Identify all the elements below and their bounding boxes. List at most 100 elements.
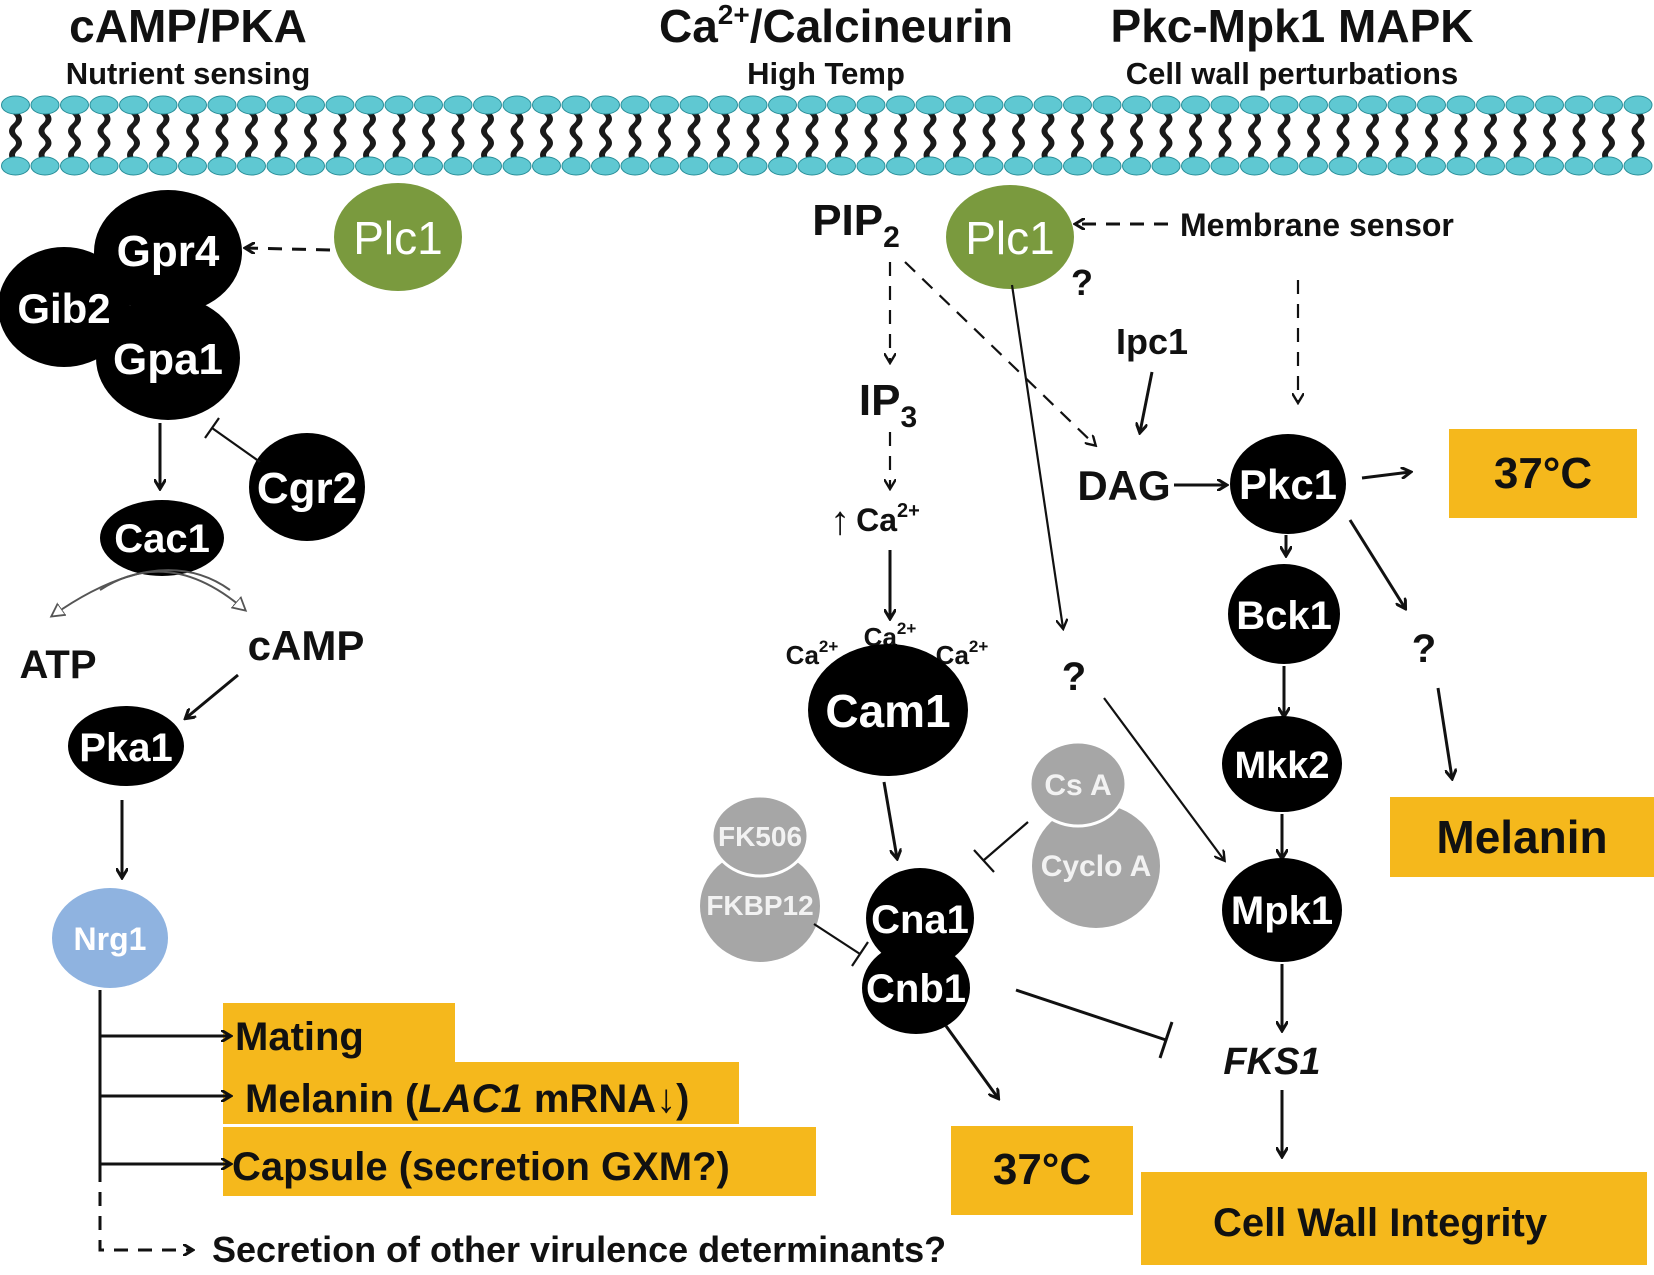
- lipid-head: [1210, 156, 1240, 176]
- nrg1-node: [52, 888, 168, 988]
- lipid-head: [709, 95, 738, 115]
- lipid-head: [1151, 156, 1181, 176]
- lipid-head: [1181, 95, 1210, 115]
- cac1-node: [100, 500, 224, 576]
- lipid-head: [1564, 95, 1594, 115]
- pip2-to-dag-arrow: [904, 261, 1095, 445]
- lipid-head: [620, 156, 650, 176]
- lipid-head: [797, 156, 827, 176]
- lipid-head: [1004, 95, 1033, 115]
- gpr4-node: [94, 190, 242, 314]
- cna1-label: Cna1: [871, 898, 969, 942]
- cna1-node: [866, 868, 974, 968]
- pka1-node: [68, 706, 184, 786]
- lipid-head: [591, 95, 620, 115]
- lipid-tail: [1454, 111, 1468, 163]
- lipid-tail: [1277, 111, 1291, 163]
- secretion-label: Secretion of other virulence determinant…: [212, 1229, 946, 1270]
- pkc1-node: [1230, 434, 1346, 534]
- mpk1-node: [1222, 858, 1342, 962]
- lipid-head: [89, 95, 119, 115]
- question-to-melanin-arrow: [1436, 687, 1452, 778]
- lipid-tail: [1484, 111, 1497, 163]
- lipid-head: [178, 95, 207, 115]
- lipid-head: [1358, 156, 1387, 176]
- lipid-head: [650, 156, 679, 176]
- lipid-tail: [1189, 111, 1202, 163]
- pkc1-to-question-arrow: [1348, 519, 1405, 608]
- camp-pathway-title: cAMP/PKA: [69, 0, 307, 52]
- lipid-head: [1122, 156, 1151, 176]
- cnb1-node: [862, 942, 970, 1034]
- pkc-pathway-title: Pkc-Mpk1 MAPK: [1111, 0, 1474, 52]
- lipid-tail: [1218, 111, 1232, 163]
- lipid-head: [237, 156, 266, 176]
- lipid-head: [414, 156, 443, 176]
- lipid-head: [974, 95, 1004, 115]
- lipid-tail: [392, 111, 406, 163]
- lipid-tail: [864, 111, 878, 163]
- fkbp12-inhibits-calcineurin: [813, 923, 861, 955]
- lipid-head: [1387, 95, 1417, 115]
- fk506-label: FK506: [718, 821, 802, 852]
- lipid-head: [886, 95, 915, 115]
- cgr2-inhibits-gpa1: [211, 427, 261, 463]
- lipid-tail: [1159, 111, 1173, 163]
- csa-label: Cs A: [1044, 769, 1111, 802]
- cam1-node: [808, 644, 968, 776]
- lipid-tail: [38, 111, 52, 163]
- lipid-head: [355, 156, 384, 176]
- lipid-head: [768, 156, 797, 176]
- lipid-head: [1240, 95, 1269, 115]
- lipid-tail: [1543, 111, 1556, 163]
- lipid-tail: [245, 111, 258, 163]
- lipid-head: [237, 95, 266, 115]
- lipid-head: [1564, 156, 1594, 176]
- lipid-head: [296, 156, 325, 176]
- lipid-head: [679, 95, 709, 115]
- cnb1-label: Cnb1: [866, 967, 966, 1011]
- camp-conversion-arrow: [99, 570, 245, 610]
- melanin-lac1-label: Melanin (LAC1 mRNA↓): [245, 1077, 689, 1121]
- lipid-tail: [894, 111, 907, 163]
- gpa1-label: Gpa1: [113, 335, 223, 384]
- lipid-tail: [481, 111, 494, 163]
- pip2-label: PIP2: [812, 196, 900, 254]
- lipid-head: [768, 95, 797, 115]
- lipid-head: [296, 95, 325, 115]
- cam1-label: Cam1: [825, 685, 950, 737]
- lipid-head: [1476, 156, 1505, 176]
- lipid-head: [89, 156, 119, 176]
- lipid-head: [1004, 156, 1033, 176]
- lipid-head: [1505, 156, 1535, 176]
- lipid-head: [1269, 95, 1299, 115]
- fkbp12-inhibit-bar: [851, 941, 869, 967]
- dag-label: DAG: [1077, 462, 1170, 509]
- gpr4-label: Gpr4: [117, 227, 220, 276]
- lipid-head: [355, 95, 384, 115]
- lipid-head: [945, 95, 974, 115]
- lipid-head: [797, 95, 827, 115]
- lipid-tail: [1336, 111, 1350, 163]
- lipid-tail: [333, 111, 347, 163]
- pkc-37c-box: [1449, 429, 1637, 518]
- fks1-label: FKS1: [1223, 1041, 1320, 1083]
- lipid-head: [1151, 95, 1181, 115]
- lipid-head: [148, 95, 178, 115]
- lipid-tail: [1100, 111, 1114, 163]
- lipid-tail: [923, 111, 937, 163]
- gpa1-node: [96, 296, 240, 420]
- lipid-head: [532, 156, 561, 176]
- calcineurin-pathway-subtitle: High Temp: [747, 56, 905, 91]
- lipid-head: [827, 95, 856, 115]
- lipid-head: [502, 156, 532, 176]
- bck1-label: Bck1: [1236, 594, 1332, 638]
- lipid-tail: [1425, 111, 1438, 163]
- lipid-head: [60, 156, 89, 176]
- lipid-tail: [1366, 111, 1379, 163]
- lipid-head: [1092, 95, 1122, 115]
- lipid-head: [119, 95, 148, 115]
- cgr2-node: [249, 433, 365, 541]
- plc1-effector-question-label: ?: [1062, 655, 1086, 699]
- camp-label: cAMP: [248, 622, 365, 669]
